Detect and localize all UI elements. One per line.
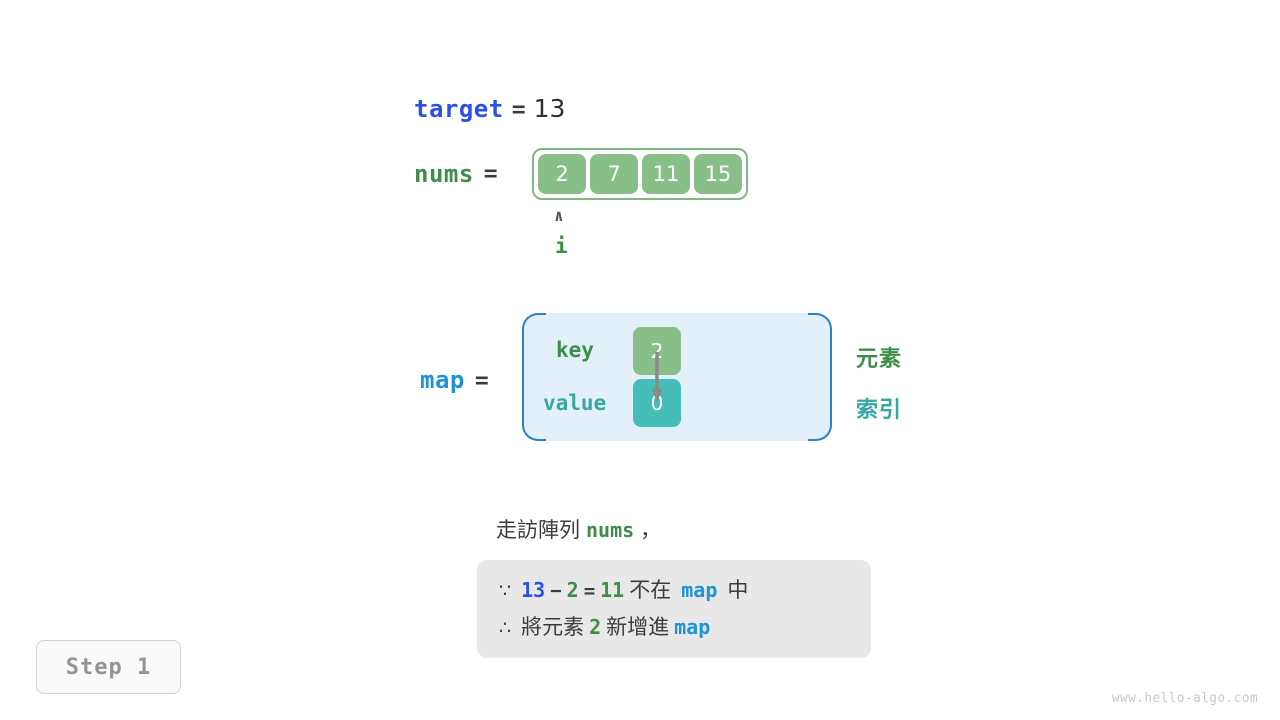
nums-equals-sign: = bbox=[483, 161, 498, 187]
map-variable-name: map bbox=[420, 366, 465, 394]
note-line1-map-keyword: map bbox=[681, 578, 718, 602]
legend-element-label: 元素 bbox=[856, 347, 903, 372]
caption-text: 走訪陣列 nums ， bbox=[496, 514, 661, 544]
map-equals-sign: = bbox=[474, 368, 489, 394]
note-line1-text-in: 中 bbox=[727, 578, 749, 602]
map-value-cell: 0 bbox=[633, 379, 681, 427]
index-pointer-caret-icon: ∧ bbox=[554, 206, 564, 225]
note-current-element: 2 bbox=[566, 578, 579, 602]
note-line2-element-value: 2 bbox=[589, 614, 602, 639]
step-badge: Step 1 bbox=[36, 640, 181, 694]
map-key-cell: 2 bbox=[633, 327, 681, 375]
map-value-label: value bbox=[543, 391, 607, 415]
map-row: map = bbox=[420, 366, 499, 394]
caption-suffix: ， bbox=[640, 518, 662, 542]
caption-prefix: 走訪陣列 bbox=[496, 518, 580, 542]
nums-array-container: 2 7 11 15 bbox=[532, 148, 748, 200]
array-cell: 2 bbox=[538, 154, 586, 194]
index-pointer-label: i bbox=[555, 234, 568, 258]
reasoning-note-box: ∵ 13 − 2 = 11 不在 map 中 ∴ 將元素 2 新增進 map bbox=[477, 560, 871, 658]
watermark: www.hello-algo.com bbox=[1111, 691, 1258, 706]
note-equals-operator: = bbox=[583, 580, 596, 602]
map-panel-right-bracket bbox=[808, 313, 832, 441]
legend-index-label: 索引 bbox=[856, 398, 903, 423]
target-value: 13 bbox=[533, 94, 566, 123]
target-equals-sign: = bbox=[511, 97, 526, 123]
note-minus-operator: − bbox=[550, 580, 562, 602]
note-line-2: ∴ 將元素 2 新增進 map bbox=[499, 609, 849, 646]
caption-keyword-nums: nums bbox=[586, 518, 635, 542]
therefore-symbol-icon: ∴ bbox=[499, 616, 512, 639]
note-line2-text-add-element: 將元素 bbox=[521, 614, 585, 639]
because-symbol-icon: ∵ bbox=[499, 580, 512, 602]
array-cell: 11 bbox=[642, 154, 690, 194]
target-variable-name: target bbox=[414, 95, 504, 123]
note-line2-text-insert-into: 新增進 bbox=[606, 614, 670, 639]
map-key-label: key bbox=[556, 338, 594, 362]
array-cell: 7 bbox=[590, 154, 638, 194]
note-complement-value: 11 bbox=[600, 578, 625, 602]
note-line-1: ∵ 13 − 2 = 11 不在 map 中 bbox=[499, 572, 849, 609]
map-panel-left-bracket bbox=[522, 313, 546, 441]
note-line1-text-not-in: 不在 bbox=[629, 578, 672, 602]
array-cell: 15 bbox=[694, 154, 742, 194]
target-row: target = 13 bbox=[414, 94, 565, 123]
nums-row: nums = bbox=[414, 160, 508, 188]
note-target-value: 13 bbox=[521, 578, 546, 602]
nums-variable-name: nums bbox=[414, 160, 474, 188]
note-line2-map-keyword: map bbox=[674, 614, 711, 639]
